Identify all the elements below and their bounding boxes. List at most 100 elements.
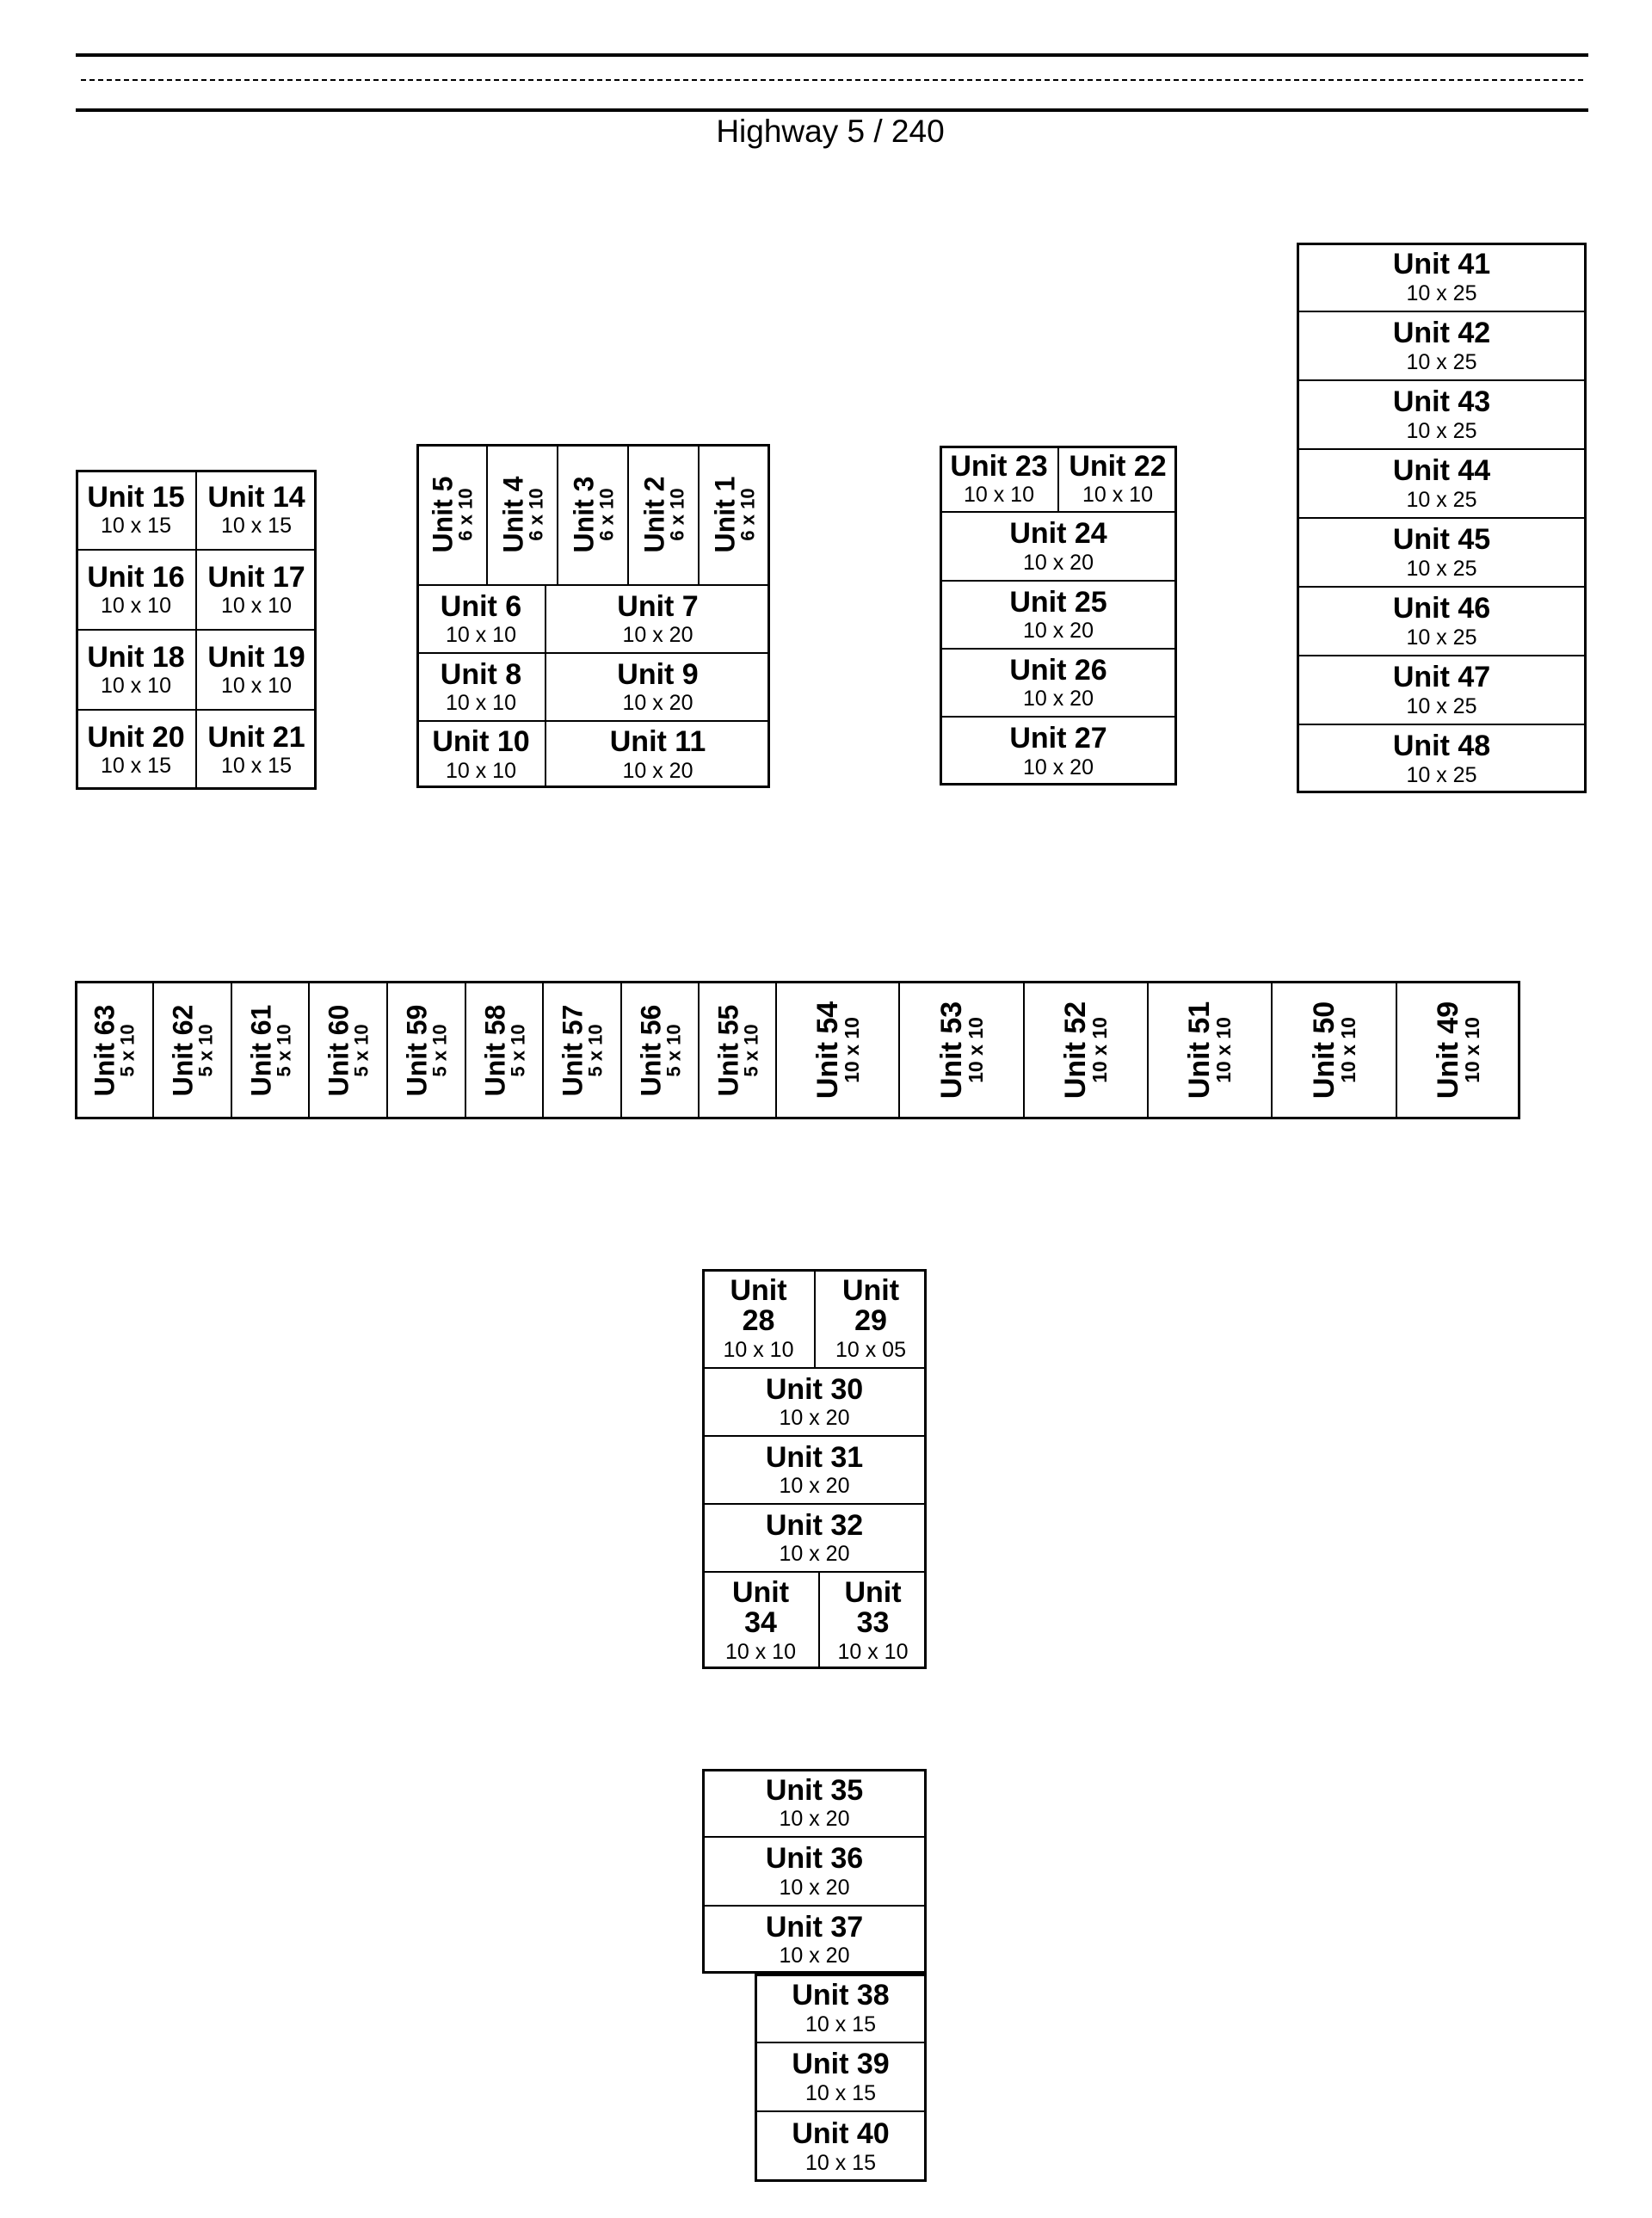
unit-name: Unit 11 bbox=[609, 725, 706, 759]
unit-size: 10 x 20 bbox=[779, 1542, 850, 1567]
unit-name: Unit 45 bbox=[1392, 523, 1491, 557]
unit-name: Unit 7 bbox=[617, 589, 699, 623]
unit-size: 10 x 25 bbox=[1406, 762, 1477, 787]
unit-name: Unit 32 bbox=[765, 1508, 864, 1542]
unit-size: 10 x 10 bbox=[445, 758, 516, 783]
unit-size: 5 x 10 bbox=[740, 1023, 761, 1077]
unit-size: 10 x 20 bbox=[1022, 755, 1094, 779]
unit-name: Unit 10 bbox=[432, 725, 530, 759]
unit-name: Unit bbox=[844, 1575, 902, 1609]
unit-name: Unit 1 bbox=[709, 476, 741, 553]
unit-size: 5 x 10 bbox=[428, 1023, 451, 1077]
block-units-35-37 bbox=[702, 1769, 927, 1974]
unit-name: Unit 21 bbox=[207, 720, 305, 754]
unit-size: 10 x 20 bbox=[779, 1474, 850, 1499]
unit-name: Unit 59 bbox=[401, 1004, 433, 1096]
unit-name: Unit 23 bbox=[950, 449, 1048, 483]
unit-size: 10 x 20 bbox=[622, 691, 693, 716]
unit-name: Unit 26 bbox=[1009, 653, 1107, 687]
unit-size: 10 x 20 bbox=[779, 1406, 850, 1431]
unit-size: 5 x 10 bbox=[663, 1023, 684, 1077]
unit-size: 10 x 10 bbox=[100, 674, 171, 699]
unit-size: 5 x 10 bbox=[194, 1023, 217, 1077]
unit-size: 10 x 20 bbox=[1022, 619, 1094, 644]
highway-label: Highway 5 / 240 bbox=[716, 114, 945, 149]
unit-name: Unit 50 bbox=[1307, 1001, 1341, 1100]
unit-size: 10 x 25 bbox=[1406, 625, 1477, 650]
unit-size: 10 x 10 bbox=[837, 1640, 909, 1665]
unit-name: Unit 18 bbox=[87, 640, 185, 674]
unit-size: 10 x 15 bbox=[100, 754, 171, 779]
unit-name: Unit 48 bbox=[1392, 730, 1491, 763]
unit-size: 10 x 10 bbox=[445, 623, 516, 648]
unit-name: Unit 47 bbox=[1392, 661, 1491, 694]
unit-size: 10 x 10 bbox=[100, 594, 171, 619]
unit-name: Unit 60 bbox=[323, 1004, 354, 1096]
unit-size: 10 x 10 bbox=[963, 483, 1034, 508]
unit-size: 10 x 10 bbox=[1336, 1017, 1359, 1083]
unit-name: Unit 46 bbox=[1392, 592, 1491, 625]
